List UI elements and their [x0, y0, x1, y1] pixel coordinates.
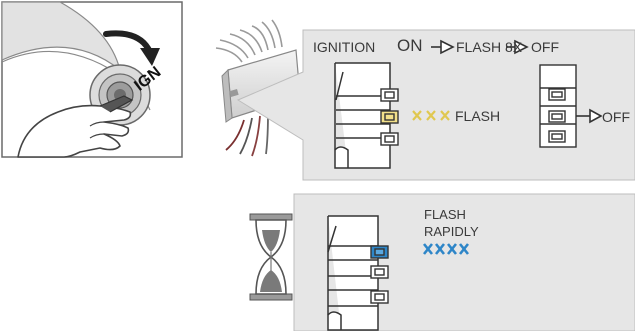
header-flash-text: FLASH 8X: [456, 39, 523, 55]
step2-panel: [236, 29, 635, 181]
flash-indicator-icons: [412, 110, 450, 121]
led-off-middle: [370, 265, 389, 279]
flash-label: FLASH: [455, 108, 501, 124]
hourglass-icon: [249, 213, 293, 301]
rapid-flash-indicator-icons: [422, 243, 470, 255]
step3-panel: [293, 193, 635, 331]
led-flashing: [380, 110, 399, 124]
flash-rapidly-line1: FLASH: [424, 207, 466, 222]
header-arrow-icon: [431, 39, 455, 55]
led-rapid-flash: [370, 245, 389, 259]
flash-rapidly-line2: RAPIDLY: [424, 224, 479, 239]
off-label: OFF: [602, 109, 630, 125]
ignition-illustration: [1, 1, 183, 158]
header-ignition-text: IGNITION: [313, 39, 376, 55]
header-off-text: OFF: [531, 39, 559, 55]
header-on-text: ON: [397, 36, 423, 55]
led-off-top: [380, 88, 399, 102]
led-off-bottom: [380, 132, 399, 146]
header-arrow-icon-2: [506, 39, 529, 55]
hand-with-key-icon: [17, 95, 134, 158]
connector-small: [539, 64, 577, 148]
connector-step3: [327, 215, 379, 331]
off-arrow-icon: [576, 108, 603, 124]
connector-large: [334, 62, 391, 169]
led-off-lower: [370, 290, 389, 304]
